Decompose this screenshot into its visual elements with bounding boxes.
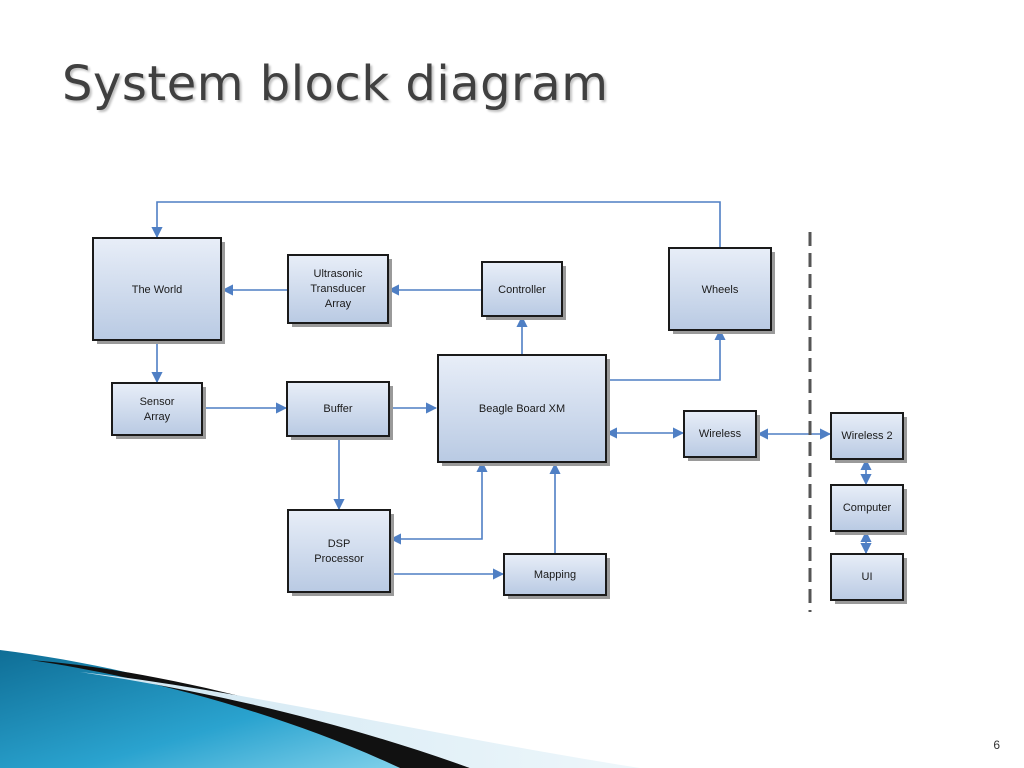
block-ultrasonic-label-line2: Transducer [310,283,366,295]
connector-wheels-to-world [151,201,721,248]
block-buffer: Buffer [286,381,393,440]
block-ultrasonic-label-line1: Ultrasonic [314,268,363,280]
block-mapping-label: Mapping [534,569,576,581]
block-controller: Controller [481,261,566,320]
block-beagle-board-label: Beagle Board XM [479,403,565,415]
slide-title: System block diagram [62,56,609,112]
block-wireless-label: Wireless [699,428,742,440]
block-dsp-label-line2: Processor [314,553,364,565]
block-sensor-array-label-line1: Sensor [140,396,175,408]
block-controller-label: Controller [498,284,546,296]
connector-beagle-to-wheels [605,328,726,381]
block-mapping: Mapping [503,553,610,599]
block-computer-label: Computer [843,502,892,514]
block-wireless-2: Wireless 2 [830,412,907,463]
block-the-world: The World [92,237,225,344]
block-wireless: Wireless [683,410,760,461]
block-the-world-label: The World [132,284,183,296]
connector-beagle-dsp [389,460,488,545]
block-wheels-label: Wheels [702,284,739,296]
block-computer: Computer [830,484,907,535]
block-wheels: Wheels [668,247,775,334]
block-ui: UI [830,553,907,604]
block-wireless-2-label: Wireless 2 [841,430,892,442]
block-ui-label: UI [862,571,873,583]
connectors [151,201,872,580]
corner-swoosh-decoration [0,650,640,768]
block-sensor-array: Sensor Array [111,382,206,439]
page-number: 6 [993,738,1000,752]
block-ultrasonic-transducer-array: Ultrasonic Transducer Array [287,254,392,327]
block-dsp-processor: DSP Processor [287,509,394,596]
block-buffer-label: Buffer [323,403,352,415]
block-beagle-board-xm: Beagle Board XM [437,354,610,466]
block-ultrasonic-label-line3: Array [325,298,352,310]
block-dsp-label-line1: DSP [328,538,351,550]
block-sensor-array-label-line2: Array [144,411,171,423]
